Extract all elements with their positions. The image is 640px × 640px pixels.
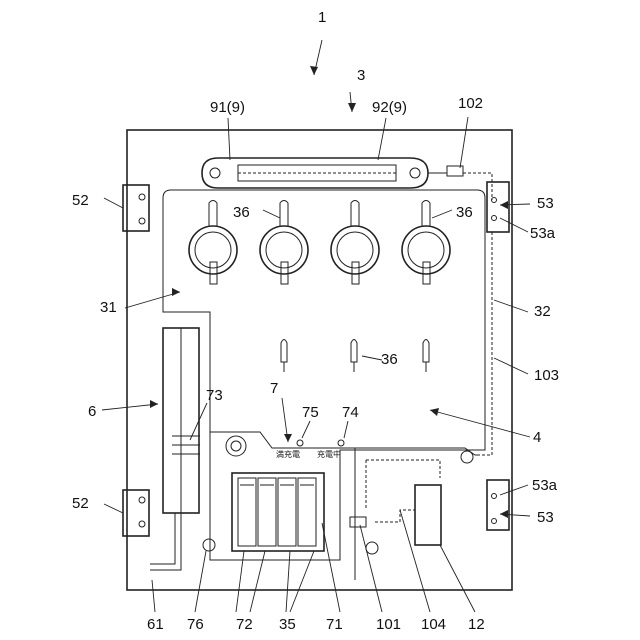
label-36-b: 36 (456, 204, 473, 221)
wire-103 (480, 232, 492, 455)
connector-101 (350, 517, 366, 527)
label-104: 104 (421, 616, 446, 633)
label-12: 12 (468, 616, 485, 633)
label-92: 92(9) (372, 99, 407, 116)
label-53a-top: 53a (530, 225, 556, 242)
screw-76 (203, 539, 215, 551)
label-101: 101 (376, 616, 401, 633)
label-6: 6 (88, 403, 96, 420)
label-103: 103 (534, 367, 559, 384)
label-74: 74 (342, 404, 359, 421)
hook-ring-4 (402, 201, 450, 285)
label-61: 61 (147, 616, 164, 633)
cabinet-outline (127, 130, 512, 590)
label-53-bottom: 53 (537, 509, 554, 526)
label-91: 91(9) (210, 99, 245, 116)
hook-ring-3 (331, 201, 379, 285)
label-72: 72 (236, 616, 253, 633)
label-31: 31 (100, 299, 117, 316)
label-73: 73 (206, 387, 223, 404)
screw-top-right (461, 451, 473, 463)
hinge-bottom-right (487, 480, 509, 530)
label-32: 32 (534, 303, 551, 320)
hook-lower-2 (351, 340, 357, 373)
component-12 (415, 485, 441, 545)
connector-102 (447, 166, 463, 176)
label-1: 1 (318, 9, 326, 26)
label-53-top: 53 (537, 195, 554, 212)
label-53a-bottom: 53a (532, 477, 558, 494)
side-unit-6 (150, 328, 200, 570)
hook-lower-1 (281, 340, 287, 373)
hook-ring-2 (260, 201, 308, 285)
label-7: 7 (270, 380, 278, 397)
label-4: 4 (533, 429, 541, 446)
battery-holder (232, 473, 324, 551)
label-3: 3 (357, 67, 365, 84)
label-36-a: 36 (233, 204, 250, 221)
screw-101 (366, 542, 378, 554)
label-75: 75 (302, 404, 319, 421)
hook-lower-3 (423, 340, 429, 373)
charger-unit-7: 満充電 充電中 (210, 432, 355, 459)
label-76: 76 (187, 616, 204, 633)
label-102: 102 (458, 95, 483, 112)
full-charge-text: 満充電 (276, 449, 300, 459)
label-71: 71 (326, 616, 343, 633)
charging-text: 充電中 (317, 449, 341, 459)
label-35: 35 (279, 616, 296, 633)
lamp-unit (202, 158, 428, 188)
label-52-top: 52 (72, 192, 89, 209)
hook-ring-1 (189, 201, 237, 285)
label-36-c: 36 (381, 351, 398, 368)
label-52-bottom: 52 (72, 495, 89, 512)
